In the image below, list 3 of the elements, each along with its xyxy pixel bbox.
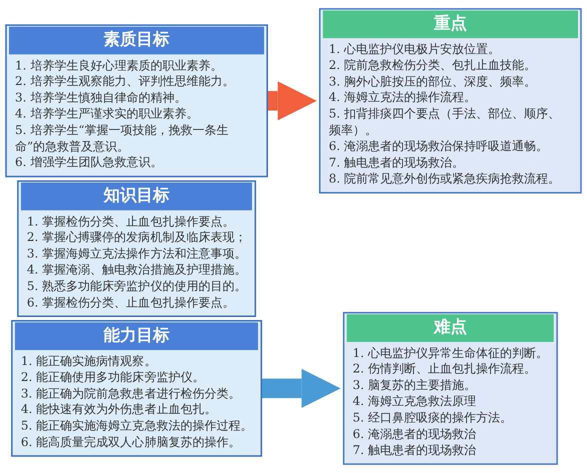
- node-box: 知识目标 1. 掌握检伤分类、止血包扎操作要点。 2. 掌握心搏骤停的发病机制及临床表现； 3. 掌握海姆立克法操作方法和注意事项。 4. 掌握淹溺、触电救治措施及护理措施。 5. 熟悉多功能床旁监护仪的使用的目的。 6. 掌握检伤分类、止血包扎操作要点。: [17, 180, 256, 318]
- node-box: 素质目标 1. 培养学生良好心理素质的职业素养。 2. 培养学生观察能力、评判性思维能力。 3. 培养学生慎独自律命的精神。 4. 培养学生严谨求实的职业素养。 5. 培养学生“掌握一项技能，挽救一条生命”的急救普及意识。 6. 增强学生团队急救意识。: [5, 24, 268, 178]
- node-box: 难点 1. 心电监护仪异常生命体征的判断。 2. 伤情判断、止血包扎操作流程。 3. 脑复苏的主要措施。 4. 海姆立克急救法原理 5. 经口鼻腔吸痰的操作方法。 6. 淹溺患者的现场救治 7. 触电患者的现场救治: [342, 312, 558, 465]
